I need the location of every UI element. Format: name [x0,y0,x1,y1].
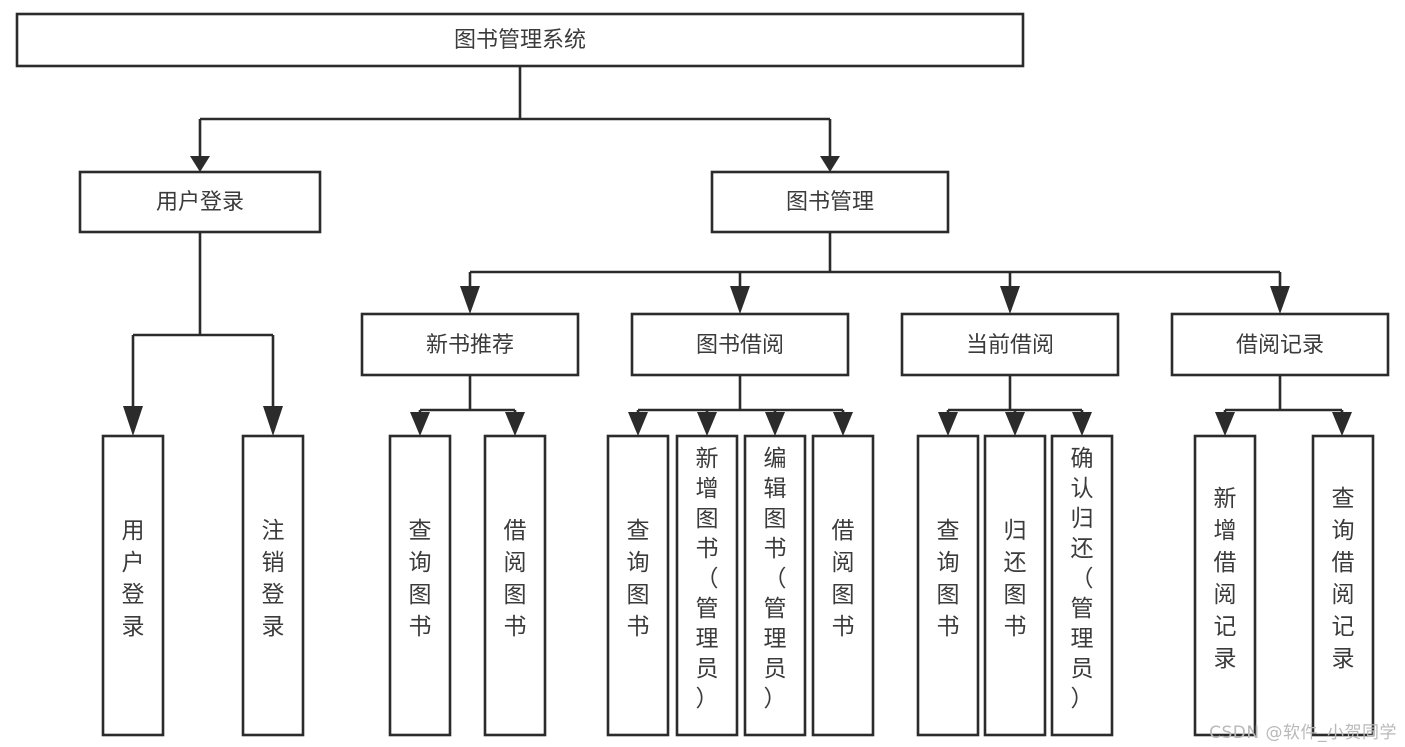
leaf-user-logout-box[interactable] [241,434,305,737]
node-book-manage-box[interactable] [710,170,950,234]
arrow-icon-leaf-confirm-return [1072,412,1092,436]
node-borrow-record-label: 借阅记录 [1236,333,1324,358]
arrowheads-layer [123,156,1352,436]
arrow-icon-user-login [190,156,210,172]
leaf-edit-book-box[interactable] [743,434,807,737]
leaf-borrow-book-1-label: 借阅图书 [504,518,527,640]
arrow-icon-borrow-record [1270,286,1290,314]
arrow-icon-leaf-query-record [1332,412,1352,436]
leaf-confirm-return-label: 确认归还（管理员） [1071,446,1094,712]
leaf-edit-book-label: 编辑图书（管理员） [764,446,787,712]
leaf-add-record-label: 新增借阅记录 [1214,486,1237,672]
arrow-icon-current-borrow [1000,286,1020,314]
node-current-borrow-label: 当前借阅 [966,333,1054,358]
node-book-borrow-box[interactable] [630,312,850,377]
leaf-query-book-1[interactable]: 查询图书 [388,434,452,737]
leaf-return-book-label: 归还图书 [1004,518,1027,640]
node-borrow-record-box[interactable] [1170,312,1390,377]
leaf-user-logout-label: 注销登录 [262,518,285,640]
leaf-query-book-2-label: 查询图书 [627,518,650,640]
leaf-confirm-return-box[interactable] [1050,434,1114,737]
node-new-book-recommend-box[interactable] [360,312,580,377]
leaf-query-book-1-box[interactable] [388,434,452,737]
leaf-borrow-book-2-box[interactable] [811,434,875,737]
node-root-label: 图书管理系统 [454,28,586,53]
arrow-icon-leaf-edit-book [765,412,785,436]
node-root[interactable]: 图书管理系统 [15,12,1025,68]
leaf-query-book-3-box[interactable] [916,434,980,737]
node-borrow-record[interactable]: 借阅记录 [1170,312,1390,377]
leaf-borrow-book-2[interactable]: 借阅图书 [811,434,875,737]
leaf-borrow-book-1-box[interactable] [483,434,547,737]
node-book-borrow-label: 图书借阅 [696,333,784,358]
leaf-query-book-1-label: 查询图书 [409,518,432,640]
arrow-icon-leaf-add-record [1215,412,1235,436]
leaf-add-book[interactable]: 新增图书（管理员） [675,434,739,737]
leaf-confirm-return[interactable]: 确认归还（管理员） [1050,434,1114,737]
leaf-return-book-box[interactable] [983,434,1047,737]
arrow-icon-leaf-query-book-3 [938,412,958,436]
arrow-icon-leaf-query-book-1 [410,412,430,436]
leaf-add-book-box[interactable] [675,434,739,737]
node-current-borrow-box[interactable] [900,312,1120,377]
arrow-icon-leaf-query-book-2 [628,412,648,436]
arrow-icon-leaf-borrow-book-2 [833,412,853,436]
node-new-book-recommend[interactable]: 新书推荐 [360,312,580,377]
arrow-icon-book-borrow [730,286,750,314]
leaf-borrow-book-2-label: 借阅图书 [832,518,855,640]
arrow-icon-new-book [460,286,480,314]
leaf-add-record[interactable]: 新增借阅记录 [1193,434,1257,737]
leaf-user-login-label: 用户登录 [122,518,145,640]
leaf-add-record-box[interactable] [1193,434,1257,737]
node-current-borrow[interactable]: 当前借阅 [900,312,1120,377]
node-user-login[interactable]: 用户登录 [78,170,322,234]
leaf-query-record[interactable]: 查询借阅记录 [1311,434,1375,737]
leaf-query-book-3-label: 查询图书 [937,518,960,640]
leaf-query-book-3[interactable]: 查询图书 [916,434,980,737]
leaf-add-book-label: 新增图书（管理员） [696,446,719,712]
leaf-user-login-box[interactable] [101,434,165,737]
node-book-manage-label: 图书管理 [786,190,874,215]
leaf-borrow-book-1[interactable]: 借阅图书 [483,434,547,737]
node-new-book-recommend-label: 新书推荐 [426,333,514,358]
arrow-icon-leaf-user-login [123,406,143,436]
leaf-return-book[interactable]: 归还图书 [983,434,1047,737]
leaf-query-book-2-box[interactable] [606,434,670,737]
leaf-edit-book[interactable]: 编辑图书（管理员） [743,434,807,737]
arrow-icon-book-manage [820,156,840,172]
node-root-box[interactable] [15,12,1025,68]
leaf-nodes-layer: 用户登录 注销登录 查询图书 借阅图书 查询图书 新增图书（管理员） [101,434,1375,737]
leaf-query-record-label: 查询借阅记录 [1332,486,1355,672]
arrow-icon-leaf-borrow-book-1 [505,412,525,436]
arrow-icon-leaf-add-book [697,412,717,436]
csdn-watermark: CSDN @软件_小贺同学 [1209,723,1397,743]
arrow-icon-leaf-user-logout [263,406,283,436]
leaf-user-logout[interactable]: 注销登录 [241,434,305,737]
node-book-manage[interactable]: 图书管理 [710,170,950,234]
node-user-login-box[interactable] [78,170,322,234]
arrow-icon-leaf-return-book [1005,412,1025,436]
leaf-query-book-2[interactable]: 查询图书 [606,434,670,737]
node-book-borrow[interactable]: 图书借阅 [630,312,850,377]
node-user-login-label: 用户登录 [156,190,244,215]
leaf-user-login[interactable]: 用户登录 [101,434,165,737]
leaf-query-record-box[interactable] [1311,434,1375,737]
